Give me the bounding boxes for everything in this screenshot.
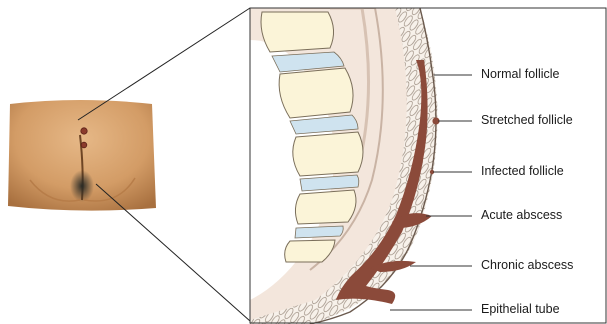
label-normal-follicle: Normal follicle [481, 67, 560, 81]
buttocks-photo [6, 100, 156, 212]
label-acute-abscess: Acute abscess [481, 208, 562, 222]
zoom-line-top [78, 8, 250, 120]
sinus-opening-upper [81, 128, 87, 134]
label-epithelial-tube: Epithelial tube [481, 302, 560, 316]
sinus-opening-lower [81, 142, 87, 148]
zoom-line-bottom [96, 184, 250, 321]
label-chronic-abscess: Chronic abscess [481, 258, 573, 272]
label-infected-follicle: Infected follicle [481, 164, 564, 178]
label-stretched-follicle: Stretched follicle [481, 113, 573, 127]
